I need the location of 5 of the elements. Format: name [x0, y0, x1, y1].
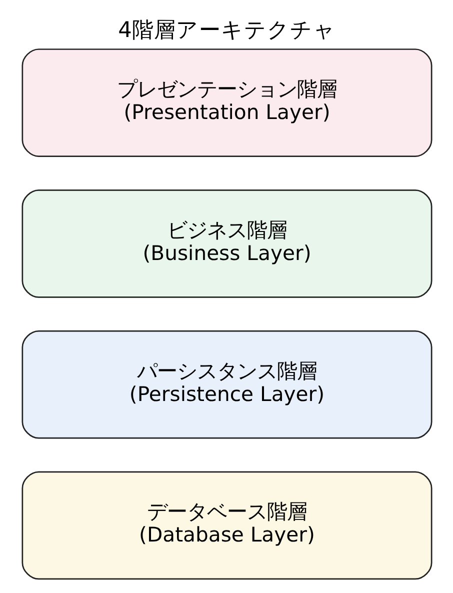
node-box: データベース階層 (Database Layer) [21, 471, 432, 580]
node-box: パーシスタンス階層 (Persistence Layer) [21, 330, 432, 439]
node-box: プレゼンテーション階層 (Presentation Layer) [21, 48, 432, 157]
diagram-title: 4階層アーキテクチャ [118, 18, 336, 43]
node-box: ビジネス階層 (Business Layer) [21, 189, 432, 298]
